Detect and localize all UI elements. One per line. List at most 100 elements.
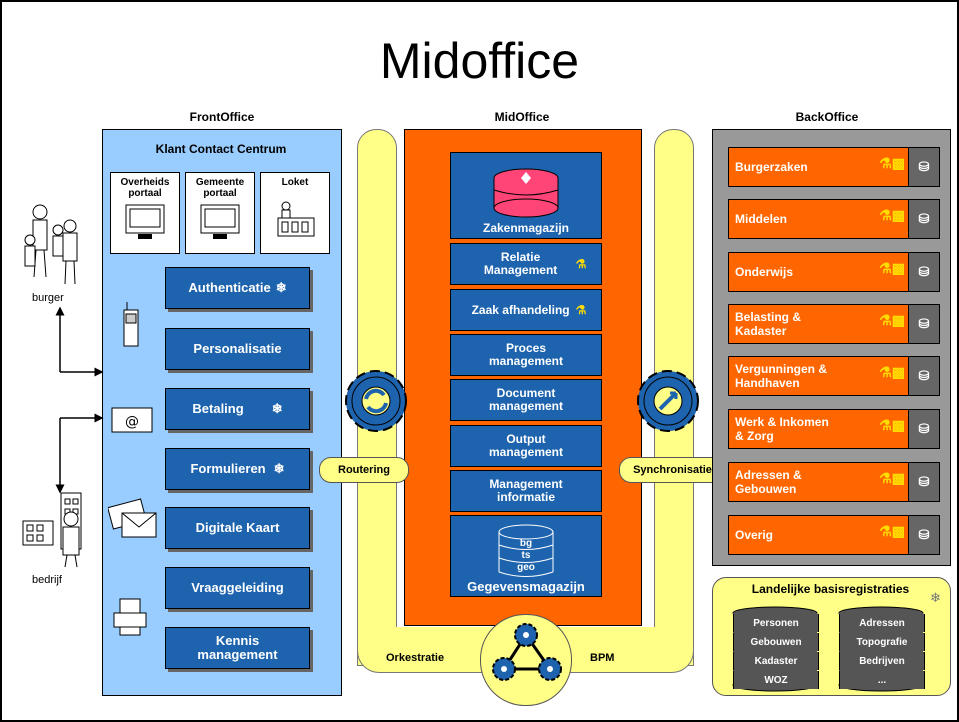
zaak-afhandeling[interactable]: Zaak afhandeling⚗ — [450, 289, 602, 331]
output-management[interactable]: Output management — [450, 425, 602, 467]
worker-icon: ⚗▩ — [879, 470, 905, 486]
key-icon: ❄ — [273, 461, 285, 476]
registry-adressen[interactable]: Adressen — [839, 614, 925, 632]
loket[interactable]: Loket — [260, 172, 330, 254]
document-management[interactable]: Document management — [450, 379, 602, 421]
vergunningen-handhaven-label: Vergunningen & Handhaven — [735, 362, 828, 390]
relatie-management[interactable]: Relatie Management⚗ — [450, 243, 602, 285]
db-label-geo: geo — [517, 562, 535, 573]
proces-management[interactable]: Proces management — [450, 334, 602, 376]
midoffice-heading: MidOffice — [494, 110, 550, 124]
registries-title: Landelijke basisregistraties — [751, 582, 910, 596]
worker-icon: ⚗▩ — [879, 260, 905, 276]
counter-icon — [277, 201, 315, 237]
actor-connectors — [55, 306, 104, 494]
database-icon: ⛁ — [908, 148, 939, 186]
personalisatie-label: Personalisatie — [193, 341, 282, 356]
authenticatie-label: Authenticatie — [188, 280, 271, 295]
registry-personen[interactable]: Personen — [733, 614, 819, 632]
belasting-kadaster-label: Belasting & Kadaster — [735, 310, 802, 338]
vraaggeleiding-button[interactable]: Vraaggeleiding — [165, 567, 310, 609]
routering-badge: Routering — [319, 457, 409, 483]
synchronisatie-badge: Synchronisatie — [619, 457, 726, 483]
key-icon: ❄ — [271, 401, 283, 416]
personalisatie-button[interactable]: Personalisatie — [165, 328, 310, 370]
authenticatie-button[interactable]: Authenticatie ❄ — [165, 267, 310, 309]
key-icon: ❄ — [275, 280, 287, 295]
overig[interactable]: Overig ⚗▩⛁ — [728, 515, 940, 555]
worker-icon: ⚗▩ — [879, 417, 905, 433]
kennis-management-label: Kennis management — [197, 633, 278, 662]
burgerzaken-label: Burgerzaken — [735, 160, 808, 174]
printer-icon — [113, 598, 147, 636]
zakenmagazijn[interactable]: Zakenmagazijn — [450, 152, 602, 239]
burgerzaken[interactable]: Burgerzaken⚗▩⛁ — [728, 147, 940, 187]
worker-icon: ⚗▩ — [879, 312, 905, 328]
registry-gebouwen[interactable]: Gebouwen — [733, 633, 819, 651]
worker-icon: ⚗▩ — [879, 364, 905, 380]
adressen-gebouwen[interactable]: Adressen & Gebouwen ⚗▩⛁ — [728, 462, 940, 502]
gegevensmagazijn-label: Gegevensmagazijn — [467, 579, 585, 594]
overheids-portaal[interactable]: Overheids portaal — [110, 172, 180, 254]
worker-icon: ⚗▩ — [879, 207, 905, 223]
kennis-management-button[interactable]: Kennis management — [165, 627, 310, 669]
loket-label: Loket — [281, 177, 309, 188]
db-label-bg: bg — [519, 538, 533, 549]
gemeente-portaal-label: Gemeente portaal — [195, 177, 245, 199]
database-icon: ⛁ — [908, 200, 939, 238]
werk-inkomen-zorg-label: Werk & Inkomen & Zorg — [735, 415, 829, 443]
onderwijs-label: Onderwijs — [735, 265, 794, 279]
overig-label: Overig — [735, 528, 774, 542]
gegevensmagazijn[interactable]: bg ts geo Gegevensmagazijn — [450, 515, 602, 597]
registry-kadaster[interactable]: Kadaster — [733, 652, 819, 670]
svg-text:@: @ — [125, 414, 139, 430]
registry-bedrijven[interactable]: Bedrijven — [839, 652, 925, 670]
email-icon: @ — [111, 407, 153, 433]
registry-more[interactable]: ... — [839, 671, 925, 689]
database-icon: ⛁ — [908, 410, 939, 448]
database-icon: bg ts geo — [496, 524, 556, 580]
digitale-kaart-button[interactable]: Digitale Kaart — [165, 507, 310, 549]
document-management-label: Document management — [488, 386, 564, 413]
registry-woz[interactable]: WOZ — [733, 671, 819, 689]
onderwijs[interactable]: Onderwijs⚗▩⛁ — [728, 252, 940, 292]
citizens-icon — [24, 204, 78, 285]
werk-inkomen-zorg[interactable]: Werk & Inkomen & Zorg ⚗▩⛁ — [728, 409, 940, 449]
belasting-kadaster[interactable]: Belasting & Kadaster⚗▩⛁ — [728, 304, 940, 344]
mobile-phone-icon — [123, 302, 139, 347]
zakenmagazijn-label: Zakenmagazijn — [482, 221, 570, 235]
database-icon: ⛁ — [908, 357, 939, 395]
orkestratie-gears-icon — [492, 623, 562, 681]
registries-right-stack: Adressen Topografie Bedrijven ... — [838, 606, 925, 692]
output-management-label: Output management — [488, 432, 564, 459]
gemeente-portaal[interactable]: Gemeente portaal — [185, 172, 255, 254]
worker-icon: ⚗▩ — [879, 523, 905, 539]
betaling-button[interactable]: Betaling❄ — [165, 388, 310, 430]
database-icon: ⛁ — [908, 463, 939, 501]
registry-topografie[interactable]: Topografie — [839, 633, 925, 651]
routering-gear-icon — [345, 370, 407, 432]
database-icon: ⛁ — [908, 516, 939, 554]
registries-left-stack: Personen Gebouwen Kadaster WOZ — [732, 606, 819, 692]
adressen-gebouwen-label: Adressen & Gebouwen — [735, 468, 802, 496]
middelen[interactable]: Middelen ⚗▩⛁ — [728, 199, 940, 239]
page-title: Midoffice — [379, 33, 580, 89]
middelen-label: Middelen — [735, 212, 788, 226]
key-icon: ❄ — [930, 590, 941, 605]
bedrijf-label: bedrijf — [32, 574, 62, 586]
formulieren-button[interactable]: Formulieren❄ — [165, 448, 310, 490]
vergunningen-handhaven[interactable]: Vergunningen & Handhaven ⚗▩⛁ — [728, 356, 940, 396]
monitor-icon — [125, 204, 165, 239]
frontoffice-heading: FrontOffice — [189, 110, 255, 124]
person-icon: ⚗ — [575, 256, 587, 271]
company-icon — [22, 492, 82, 568]
orkestratie-label: Orkestratie — [386, 652, 445, 664]
kcc-heading: Klant Contact Centrum — [155, 142, 287, 156]
db-label-ts: ts — [521, 550, 531, 561]
backoffice-heading: BackOffice — [795, 110, 859, 124]
vraaggeleiding-label: Vraaggeleiding — [191, 580, 284, 595]
overheids-portaal-label: Overheids portaal — [120, 177, 170, 199]
proces-management-label: Proces management — [488, 341, 564, 368]
management-informatie[interactable]: Management informatie — [450, 470, 602, 512]
